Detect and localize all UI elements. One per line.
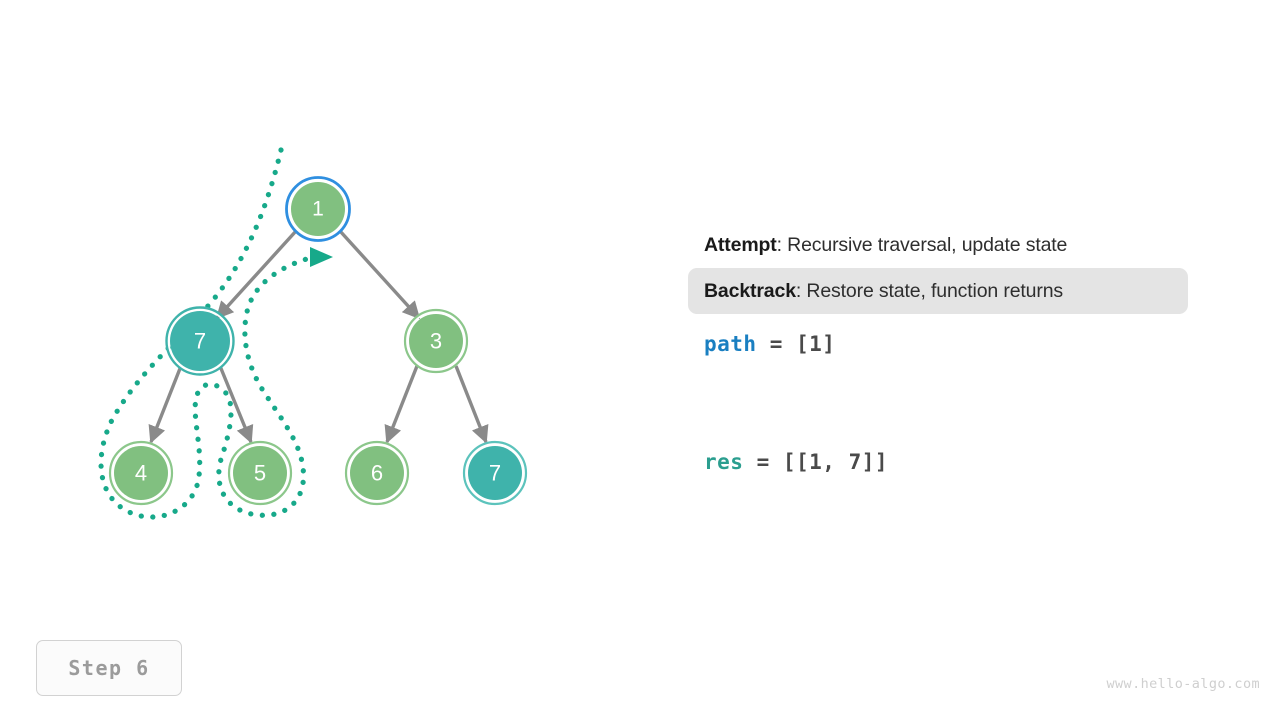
legend-backtrack-rest: : Restore state, function returns bbox=[795, 279, 1063, 302]
legend-backtrack-lead: Backtrack bbox=[704, 279, 796, 302]
legend-attempt-lead: Attempt bbox=[704, 233, 777, 256]
tree-node-3[interactable]: 3 bbox=[403, 308, 469, 374]
tree-node-label: 3 bbox=[430, 329, 442, 354]
tree-node-label: 5 bbox=[254, 461, 266, 486]
tree-node-2[interactable]: 7 bbox=[165, 306, 235, 376]
tree-node-label: 1 bbox=[312, 198, 324, 221]
trace-arrowhead-icon bbox=[310, 247, 333, 267]
tree-node-label: 7 bbox=[489, 461, 501, 486]
tree-node-6[interactable]: 6 bbox=[344, 440, 410, 506]
variable-path-value: = [1] bbox=[756, 332, 836, 356]
legend-row-attempt: Attempt: Recursive traversal, update sta… bbox=[688, 222, 1188, 268]
legend-attempt-rest: : Recursive traversal, update state bbox=[776, 233, 1068, 256]
tree-node-label: 7 bbox=[194, 329, 206, 354]
variable-res: res bbox=[704, 450, 744, 474]
variable-path: path bbox=[704, 332, 757, 356]
tree-node-5[interactable]: 5 bbox=[227, 440, 293, 506]
tree-node-1[interactable]: 1 bbox=[285, 176, 351, 242]
tree-node-label: 6 bbox=[371, 461, 383, 486]
code-line-path: path = [1] bbox=[704, 332, 835, 356]
tree-node-4[interactable]: 4 bbox=[108, 440, 174, 506]
watermark: www.hello-algo.com bbox=[1106, 676, 1260, 692]
tree-node-7[interactable]: 7 bbox=[462, 440, 528, 506]
tree-edges bbox=[148, 229, 489, 444]
legend-row-backtrack: Backtrack: Restore state, function retur… bbox=[688, 268, 1188, 314]
tree-node-label: 4 bbox=[135, 461, 147, 486]
variable-res-value: = [[1, 7]] bbox=[743, 450, 889, 474]
step-badge: Step 6 bbox=[36, 640, 182, 696]
step-badge-label: Step 6 bbox=[68, 656, 150, 680]
code-line-res: res = [[1, 7]] bbox=[704, 450, 888, 474]
legend-panel: Attempt: Recursive traversal, update sta… bbox=[688, 222, 1188, 314]
